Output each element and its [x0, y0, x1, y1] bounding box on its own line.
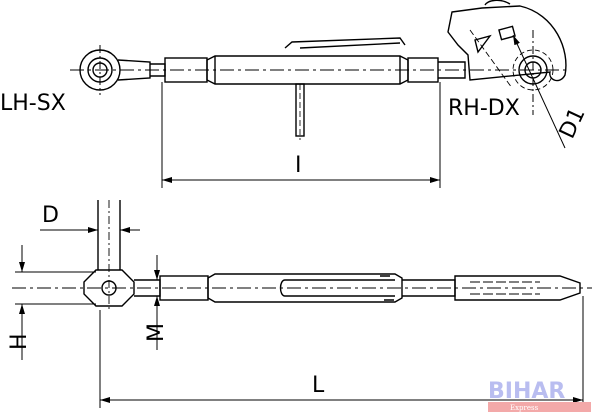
watermark-title: BIHAR: [488, 379, 565, 404]
left-fork: [83, 200, 161, 310]
label-lh-sx: LH-SX: [0, 91, 66, 116]
right-hook: [447, 0, 567, 115]
watermark-logo: BIHAR Express: [488, 379, 591, 412]
left-ball-eye: [79, 49, 151, 91]
label-h: H: [7, 333, 32, 350]
dimension-i: I: [161, 82, 441, 188]
label-l: L: [312, 373, 325, 398]
spring-clip: [284, 37, 406, 49]
dimension-h: H: [7, 245, 96, 360]
top-view: LH-SX RH-DX D1 I: [0, 0, 591, 188]
dimension-m: M: [144, 255, 169, 350]
label-i: I: [295, 153, 302, 178]
label-rh-dx: RH-DX: [448, 96, 520, 121]
watermark-subtitle: Express: [510, 404, 539, 412]
label-d: D: [42, 203, 59, 228]
handle-pin: [295, 83, 305, 140]
dimension-l: L: [99, 296, 584, 408]
label-m: M: [144, 323, 169, 342]
dimension-d: D: [40, 203, 140, 233]
side-view: D H M L: [7, 200, 592, 408]
